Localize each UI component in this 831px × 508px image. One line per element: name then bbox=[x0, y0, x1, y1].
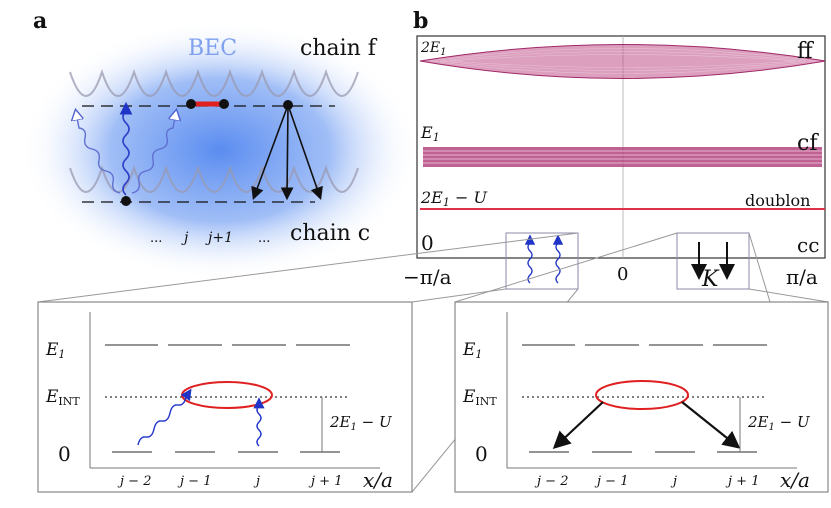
inset-right-x-tick: j + 1 bbox=[725, 474, 759, 489]
cf-band bbox=[423, 147, 822, 167]
wavy-photon bbox=[253, 397, 265, 447]
x-tick-right: π/a bbox=[786, 265, 818, 289]
inset-right-eint-label: EINT bbox=[462, 387, 497, 408]
wavy-photon bbox=[137, 388, 192, 446]
inset-right-x-tick: j − 2 bbox=[534, 474, 568, 489]
highlight-box-right bbox=[676, 232, 750, 290]
inset-left-x-tick: j − 2 bbox=[117, 474, 151, 489]
inset-left-x-tick: j bbox=[253, 474, 260, 489]
inset-right-zero-label: 0 bbox=[475, 442, 488, 466]
mini-wavy bbox=[552, 234, 564, 284]
x-tick-zero: 0 bbox=[617, 264, 628, 285]
site-label: ... bbox=[258, 231, 270, 246]
site-label: ... bbox=[150, 231, 162, 246]
inset-left-eint-label: EINT bbox=[45, 387, 80, 408]
panel-b: b ff bbox=[403, 8, 826, 292]
band-label-ff: ff bbox=[797, 39, 814, 64]
chain-f-potential bbox=[69, 68, 359, 97]
inset-right: 2E1 − U E1 EINT 0 j − 2 j − 1 j j + 1 x/… bbox=[454, 301, 829, 493]
atom bbox=[121, 196, 131, 206]
x-tick-k: K bbox=[701, 267, 720, 292]
site-label: j bbox=[181, 230, 189, 246]
bec-label: BEC bbox=[188, 36, 237, 61]
band-label-cf: cf bbox=[797, 131, 819, 156]
inset-left-e1-label: E1 bbox=[45, 340, 65, 361]
highlight-box-left bbox=[505, 232, 579, 290]
inset-left-zero-label: 0 bbox=[58, 442, 71, 466]
inset-right-x-tick: j bbox=[670, 474, 677, 489]
site-label: j+1 bbox=[205, 230, 233, 246]
cf-band-stripes bbox=[423, 150, 822, 164]
chain-f-label: chain f bbox=[300, 36, 378, 61]
panel-b-letter: b bbox=[413, 8, 428, 34]
energy-label-2e1: 2E1 bbox=[420, 40, 447, 58]
atom bbox=[219, 99, 229, 109]
mini-wavy bbox=[524, 234, 536, 284]
inset-left-gap-label: 2E1 − U bbox=[329, 413, 393, 433]
wavy-excitation bbox=[119, 101, 133, 196]
inset-left: 2E1 − U E1 EINT 0 j − 2 j − 1 j j + 1 x/… bbox=[37, 301, 413, 493]
chain-c-label: chain c bbox=[290, 221, 370, 246]
panel-a: a BEC chain f chain c ... j j+1 ... bbox=[20, 8, 420, 280]
atom bbox=[186, 99, 196, 109]
band-label-doublon: doublon bbox=[745, 191, 810, 210]
inset-left-x-axis-label: x/a bbox=[363, 468, 393, 492]
energy-label-zero: 0 bbox=[421, 231, 434, 255]
inset-right-doublon-ellipse bbox=[595, 380, 689, 410]
decay-arrow-right bbox=[681, 401, 741, 449]
inset-left-x-tick: j − 1 bbox=[177, 474, 211, 489]
inset-right-x-tick: j − 1 bbox=[594, 474, 628, 489]
energy-label-e1: E1 bbox=[420, 123, 440, 144]
ff-band-stripes bbox=[429, 48, 817, 74]
wavy-excitation bbox=[131, 112, 176, 194]
band-label-cc: cc bbox=[797, 233, 819, 257]
inset-right-frame bbox=[454, 301, 829, 493]
inset-right-e1-label: E1 bbox=[462, 340, 482, 361]
decay-arrow bbox=[251, 104, 289, 201]
wavy-excitation bbox=[76, 112, 121, 194]
decay-arrow bbox=[280, 104, 294, 201]
decay-arrow-left bbox=[552, 401, 604, 450]
energy-label-doublon: 2E1 − U bbox=[420, 188, 487, 209]
decay-arrow bbox=[287, 104, 323, 201]
panel-a-letter: a bbox=[33, 8, 47, 34]
inset-left-x-tick: j + 1 bbox=[308, 474, 342, 489]
inset-right-x-axis-label: x/a bbox=[780, 468, 810, 492]
x-tick-left: −π/a bbox=[403, 265, 452, 289]
inset-right-gap-label: 2E1 − U bbox=[747, 413, 811, 433]
